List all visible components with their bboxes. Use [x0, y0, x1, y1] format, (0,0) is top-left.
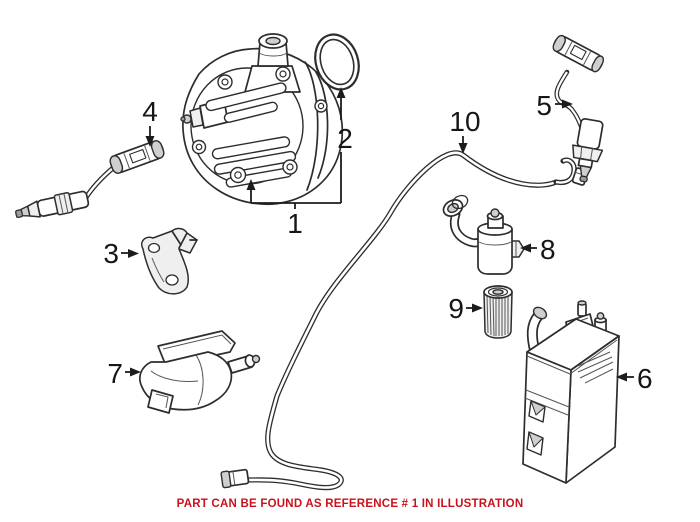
- callout-3-label: 3: [103, 238, 119, 269]
- pump7-bottom-port: [147, 389, 174, 414]
- pump7-right-port: [227, 354, 261, 374]
- callout-8-label: 8: [540, 234, 556, 265]
- hose-core: [245, 151, 558, 489]
- callout-6: 6: [616, 363, 653, 394]
- pump1-top-cap: [244, 33, 301, 93]
- callout-10-label: 10: [449, 106, 480, 137]
- callout-7: 7: [107, 358, 141, 389]
- callout-8-arrow: [520, 243, 531, 253]
- part-1-vacuum-pump: [180, 33, 344, 206]
- callout-2-label: 2: [337, 123, 353, 154]
- callout-4-label: 4: [142, 96, 158, 127]
- parts-illustration: 1 2 3 4 5 6 7: [15, 33, 653, 491]
- callout-4-arrow: [145, 136, 155, 147]
- pump1-bolt-ears: [191, 66, 328, 184]
- callout-6-label: 6: [637, 363, 653, 394]
- bracket-fork: [171, 230, 198, 249]
- hose-elbow-core: [555, 158, 576, 184]
- part-8-vent-valve: [442, 194, 525, 275]
- reference-caption: PART CAN BE FOUND AS REFERENCE # 1 IN IL…: [176, 498, 524, 510]
- canister-hatch-lines: [577, 351, 614, 384]
- part-2-o-ring: [314, 33, 360, 91]
- callout-1-label: 1: [287, 208, 303, 239]
- canister-recess-holes: [526, 400, 546, 456]
- sensor4-body: [15, 190, 90, 219]
- part-6-charcoal-canister: [522, 300, 620, 484]
- valve8-body: [477, 228, 513, 275]
- callout-1: 1: [246, 179, 341, 239]
- part-5-oxygen-sensor: [552, 34, 605, 183]
- valve8-neck: [486, 208, 504, 229]
- filter-ribs: [486, 295, 509, 337]
- callout-9: 9: [448, 293, 483, 324]
- callout-2-arrow: [336, 87, 346, 98]
- callout-4: 4: [142, 96, 158, 147]
- callout-9-label: 9: [448, 293, 464, 324]
- pump1-housing-lines: [304, 61, 329, 191]
- part-7-detection-pump: [139, 330, 261, 414]
- callout-1-arrow: [246, 179, 256, 190]
- part-3-bracket: [141, 227, 198, 295]
- callout-5-arrow: [562, 99, 573, 109]
- callouts: 1 2 3 4 5 6 7: [103, 87, 653, 394]
- callout-6-arrow: [616, 372, 627, 382]
- callout-8: 8: [520, 234, 556, 265]
- o-ring-inner: [319, 38, 355, 86]
- part-10-vent-hose: [220, 150, 589, 491]
- part-9-filter: [483, 285, 513, 339]
- hose-end-fitting: [220, 468, 250, 489]
- callout-2: 2: [336, 87, 353, 203]
- callout-7-arrow: [130, 367, 141, 377]
- sensor4-connector: [109, 140, 165, 174]
- callout-5-label: 5: [536, 90, 552, 121]
- callout-7-label: 7: [107, 358, 123, 389]
- callout-1-leader: [250, 188, 341, 209]
- callout-10: 10: [449, 106, 481, 154]
- callout-10-arrow: [458, 143, 468, 154]
- callout-3-arrow: [128, 249, 139, 258]
- callout-5: 5: [536, 90, 573, 121]
- valve8-hose-ring: [442, 194, 469, 217]
- callout-3: 3: [103, 238, 139, 269]
- sensor5-body: [572, 118, 604, 183]
- sensor5-connector: [552, 34, 605, 73]
- part-4-oxygen-sensor: [15, 140, 165, 219]
- callout-9-arrow: [472, 303, 483, 313]
